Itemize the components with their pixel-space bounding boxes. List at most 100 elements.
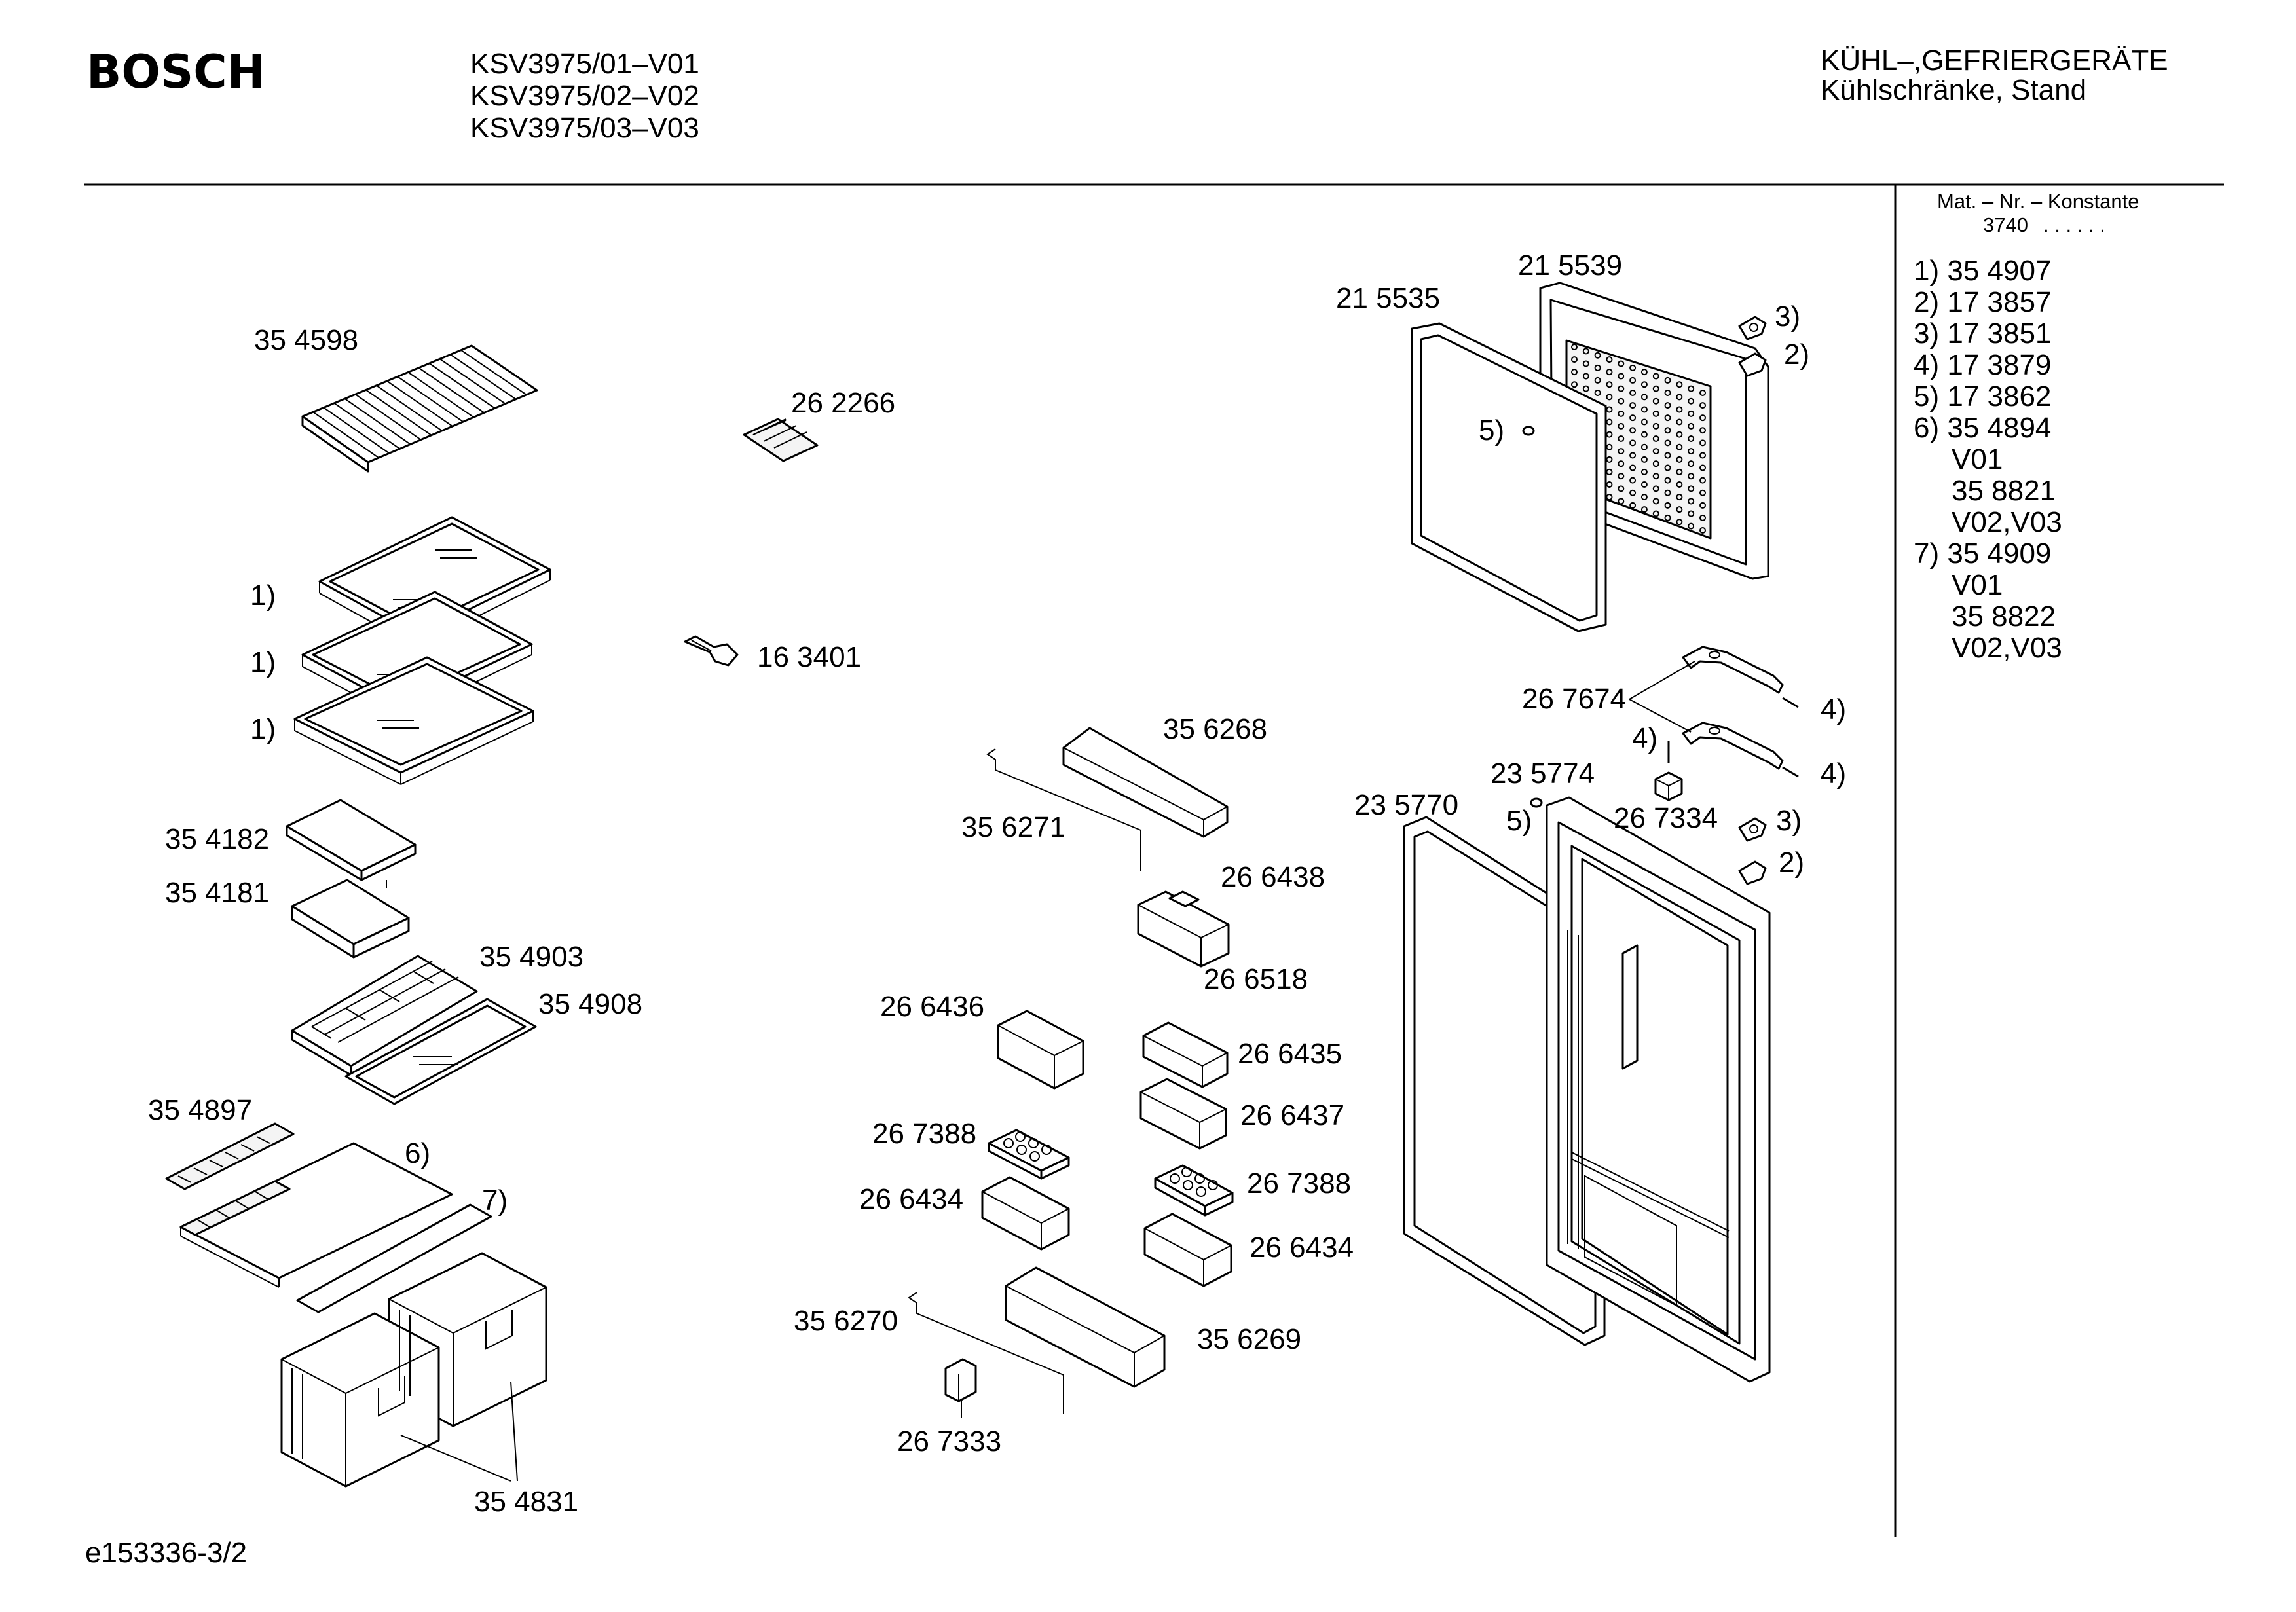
- vent-dot: [1640, 506, 1648, 513]
- vent-dot: [1676, 519, 1683, 526]
- vent-dot: [1699, 477, 1706, 484]
- label-267334: 26 7334: [1614, 802, 1718, 834]
- vent-dot: [1676, 506, 1683, 513]
- vent-dot: [1699, 390, 1706, 396]
- vent-dot: [1571, 381, 1578, 388]
- label-354598: 35 4598: [254, 324, 358, 356]
- vent-dot: [1629, 477, 1637, 484]
- part-small-tray: [291, 879, 410, 959]
- vent-dot: [1652, 485, 1659, 492]
- vent-dot: [1699, 502, 1706, 509]
- vent-dot: [1618, 385, 1625, 392]
- vent-dot: [1652, 435, 1659, 442]
- vent-dot: [1688, 448, 1695, 455]
- ref-1-shelf-1: 1): [250, 579, 276, 612]
- leader-267674-a: [1629, 661, 1695, 700]
- label-267333: 26 7333: [897, 1425, 1001, 1457]
- label-215539: 21 5539: [1518, 249, 1622, 282]
- ref-4-upper: 4): [1821, 693, 1846, 725]
- vent-dot: [1571, 369, 1578, 376]
- vent-dot: [1640, 468, 1648, 475]
- vent-dot: [1618, 473, 1625, 480]
- part-crisper-glass: [344, 998, 537, 1105]
- leader-267674-b: [1629, 699, 1692, 733]
- vent-dot: [1652, 448, 1659, 455]
- vent-dot: [1618, 373, 1625, 380]
- vent-dot: [1676, 418, 1683, 426]
- vent-dot: [1618, 410, 1625, 417]
- part-screw-4-lower: [1782, 766, 1799, 778]
- vent-dot: [1618, 435, 1625, 442]
- ref-4-middle: 4): [1632, 722, 1657, 754]
- label-354908: 35 4908: [538, 988, 642, 1020]
- part-bin-266434-left: [981, 1176, 1070, 1251]
- label-356270: 35 6270: [794, 1305, 898, 1337]
- vent-dot: [1640, 394, 1648, 401]
- vent-dot: [1688, 460, 1695, 467]
- legend-entry-7: 7) 35 4909: [1914, 538, 2051, 570]
- legend-mat-title: Mat. – Nr. – Konstante: [1937, 190, 2139, 213]
- vent-dot: [1629, 414, 1637, 422]
- vent-dot: [1688, 522, 1695, 530]
- part-tray-with-lid: [286, 799, 417, 888]
- vent-dot: [1606, 394, 1613, 401]
- part-cover-plate-7: [296, 1203, 492, 1313]
- vent-dot: [1652, 385, 1659, 392]
- vent-dot: [1676, 468, 1683, 475]
- vent-dot: [1688, 473, 1695, 480]
- vent-dot: [1582, 373, 1589, 380]
- vent-dot: [1699, 464, 1706, 471]
- vent-dot: [1618, 397, 1625, 405]
- label-235770: 23 5770: [1354, 789, 1458, 821]
- legend-entry-1: 1) 35 4907: [1914, 255, 2051, 287]
- wire-rod: [418, 367, 485, 414]
- vent-dot: [1640, 406, 1648, 413]
- part-door-shelf-356268: [1062, 727, 1229, 838]
- vent-dot: [1629, 402, 1637, 409]
- legend-entry-6-v01: V01: [1952, 443, 2003, 475]
- vent-dot: [1652, 422, 1659, 430]
- vent-dot: [1699, 452, 1706, 459]
- label-356271: 35 6271: [961, 811, 1065, 843]
- part-hinge-3-lower: [1738, 817, 1767, 842]
- leader-354831-a: [400, 1435, 511, 1482]
- vent-dot: [1652, 473, 1659, 480]
- part-ice-scraper: [684, 635, 739, 667]
- vent-dot: [1688, 422, 1695, 430]
- part-screw-4-upper: [1782, 697, 1799, 708]
- part-crisper-drawers: [280, 1252, 547, 1488]
- vent-dot: [1664, 477, 1671, 484]
- vent-dot: [1571, 356, 1578, 363]
- wire-rod: [439, 358, 506, 405]
- vent-dot: [1618, 485, 1625, 492]
- vent-dot: [1652, 373, 1659, 380]
- ref-1-shelf-3: 1): [250, 713, 276, 745]
- vent-dot: [1640, 381, 1648, 388]
- vent-dot: [1688, 435, 1695, 442]
- vent-dot: [1640, 369, 1648, 376]
- vent-dot: [1664, 402, 1671, 409]
- part-bin-266434-right: [1143, 1213, 1232, 1287]
- legend-panel: Mat. – Nr. – Konstante 3740 . . . . . . …: [1914, 190, 2139, 664]
- part-hinge-2-top: [1738, 352, 1767, 377]
- vent-dot: [1664, 489, 1671, 496]
- vent-dot: [1640, 431, 1648, 438]
- wire-rod: [450, 354, 517, 400]
- label-266438: 26 6438: [1221, 861, 1325, 893]
- vent-dot: [1606, 356, 1613, 363]
- legend-entry-6: 6) 35 4894: [1914, 412, 2051, 444]
- wire-rod: [397, 376, 464, 422]
- vent-dot: [1676, 481, 1683, 488]
- vent-dot: [1629, 452, 1637, 459]
- vent-dot: [1618, 422, 1625, 430]
- wire-rod: [460, 349, 527, 395]
- legend-entry-4: 4) 17 3879: [1914, 349, 2051, 381]
- wire-rod: [344, 398, 411, 445]
- label-266434-left: 26 6434: [859, 1183, 963, 1215]
- vent-dot: [1652, 498, 1659, 505]
- vent-dot: [1606, 369, 1613, 376]
- wire-rod: [428, 363, 496, 409]
- label-266436: 26 6436: [880, 991, 984, 1023]
- part-clip-267333: [944, 1358, 977, 1418]
